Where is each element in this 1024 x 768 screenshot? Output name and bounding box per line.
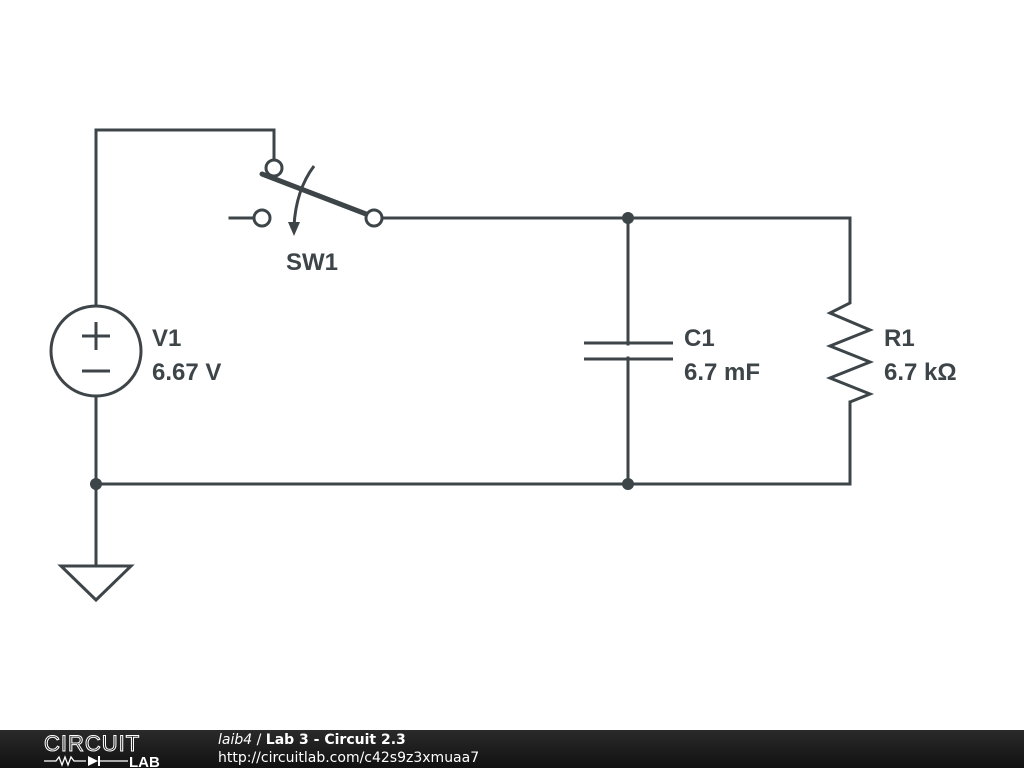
title-separator: / bbox=[252, 732, 266, 748]
resistor-r1[interactable]: R1 6.7 kΩ bbox=[825, 300, 957, 404]
switch-no-terminal-icon bbox=[364, 208, 384, 228]
circuit-meta: laib4 / Lab 3 - Circuit 2.3 http://circu… bbox=[218, 731, 479, 767]
v1-value: 6.67 V bbox=[152, 359, 221, 386]
switch-sw1[interactable]: SW1 bbox=[252, 158, 384, 276]
switch-arrow-head-icon bbox=[288, 222, 300, 236]
logo-resistor-icon bbox=[44, 755, 86, 767]
switch-common-terminal-icon bbox=[264, 158, 284, 178]
circuit-title[interactable]: Lab 3 - Circuit 2.3 bbox=[265, 732, 406, 748]
junction-dot-bottom-left bbox=[90, 478, 102, 490]
resistor-zigzag-icon bbox=[825, 300, 875, 404]
c1-label: C1 bbox=[684, 325, 715, 352]
logo-circuit-text: CIRCUIT bbox=[44, 731, 140, 756]
c1-value: 6.7 mF bbox=[684, 359, 760, 386]
schematic-canvas: V1 6.67 V SW1 C1 6.7 mF R1 6.7 kΩ bbox=[49, 128, 957, 603]
junction-dot-top bbox=[622, 212, 634, 224]
switch-blade-icon bbox=[259, 171, 369, 217]
switch-nc-terminal-icon bbox=[252, 208, 272, 228]
sw1-label: SW1 bbox=[286, 249, 338, 276]
voltage-source-circle-icon bbox=[49, 304, 143, 398]
logo-diode-icon bbox=[88, 756, 98, 766]
wires bbox=[94, 128, 852, 568]
junction-dot-bottom-right bbox=[622, 478, 634, 490]
ground-icon[interactable] bbox=[57, 564, 135, 603]
wire-v1-to-switch-common[interactable] bbox=[94, 128, 276, 308]
circuitlab-logo[interactable]: CIRCUIT LAB bbox=[42, 730, 177, 768]
circuit-url[interactable]: http://circuitlab.com/c42s9z3xmuaa7 bbox=[218, 750, 480, 766]
voltage-source-v1[interactable]: V1 6.67 V bbox=[49, 304, 221, 398]
switch-action-arrow-icon bbox=[292, 165, 316, 227]
r1-value: 6.7 kΩ bbox=[884, 359, 957, 386]
circuit-title-line: laib4 / Lab 3 - Circuit 2.3 bbox=[218, 731, 479, 749]
author-link[interactable]: laib4 bbox=[218, 732, 253, 748]
capacitor-c1[interactable]: C1 6.7 mF bbox=[584, 325, 760, 386]
footer-bar: CIRCUIT LAB laib4 / Lab 3 - Circuit 2.3 … bbox=[0, 730, 1024, 768]
r1-label: R1 bbox=[884, 325, 915, 352]
logo-lab-text: LAB bbox=[129, 754, 160, 768]
v1-label: V1 bbox=[152, 325, 181, 352]
